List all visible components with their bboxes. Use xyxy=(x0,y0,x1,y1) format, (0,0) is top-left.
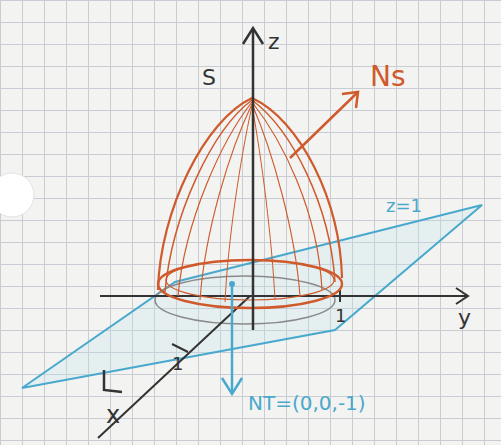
axis-label: x xyxy=(104,402,122,428)
surface-label: S xyxy=(200,66,218,90)
normal-arrow xyxy=(290,92,358,158)
normal-arrowhead xyxy=(222,378,242,394)
x-arrowhead xyxy=(104,370,122,392)
paraboloid xyxy=(158,98,342,308)
plane-label: z=1 xyxy=(384,196,424,216)
tick-label: 1 xyxy=(170,354,185,374)
normal-arrow xyxy=(231,282,234,392)
axis-label: y xyxy=(456,306,473,330)
y-arrowhead xyxy=(456,288,468,304)
origin-dot xyxy=(229,281,235,287)
axis-label: z xyxy=(266,30,282,54)
normal-label: Ns xyxy=(368,62,408,93)
y-axis xyxy=(100,295,468,297)
tick xyxy=(172,344,188,352)
z-axis xyxy=(252,30,255,330)
tick-label: 1 xyxy=(333,306,348,326)
normal-arrowhead xyxy=(342,92,358,108)
normal-label: NT=(0,0,-1) xyxy=(246,392,368,414)
z-arrowhead xyxy=(243,28,263,44)
punch-hole xyxy=(0,173,34,217)
tick xyxy=(339,290,341,302)
x-axis xyxy=(98,296,250,438)
